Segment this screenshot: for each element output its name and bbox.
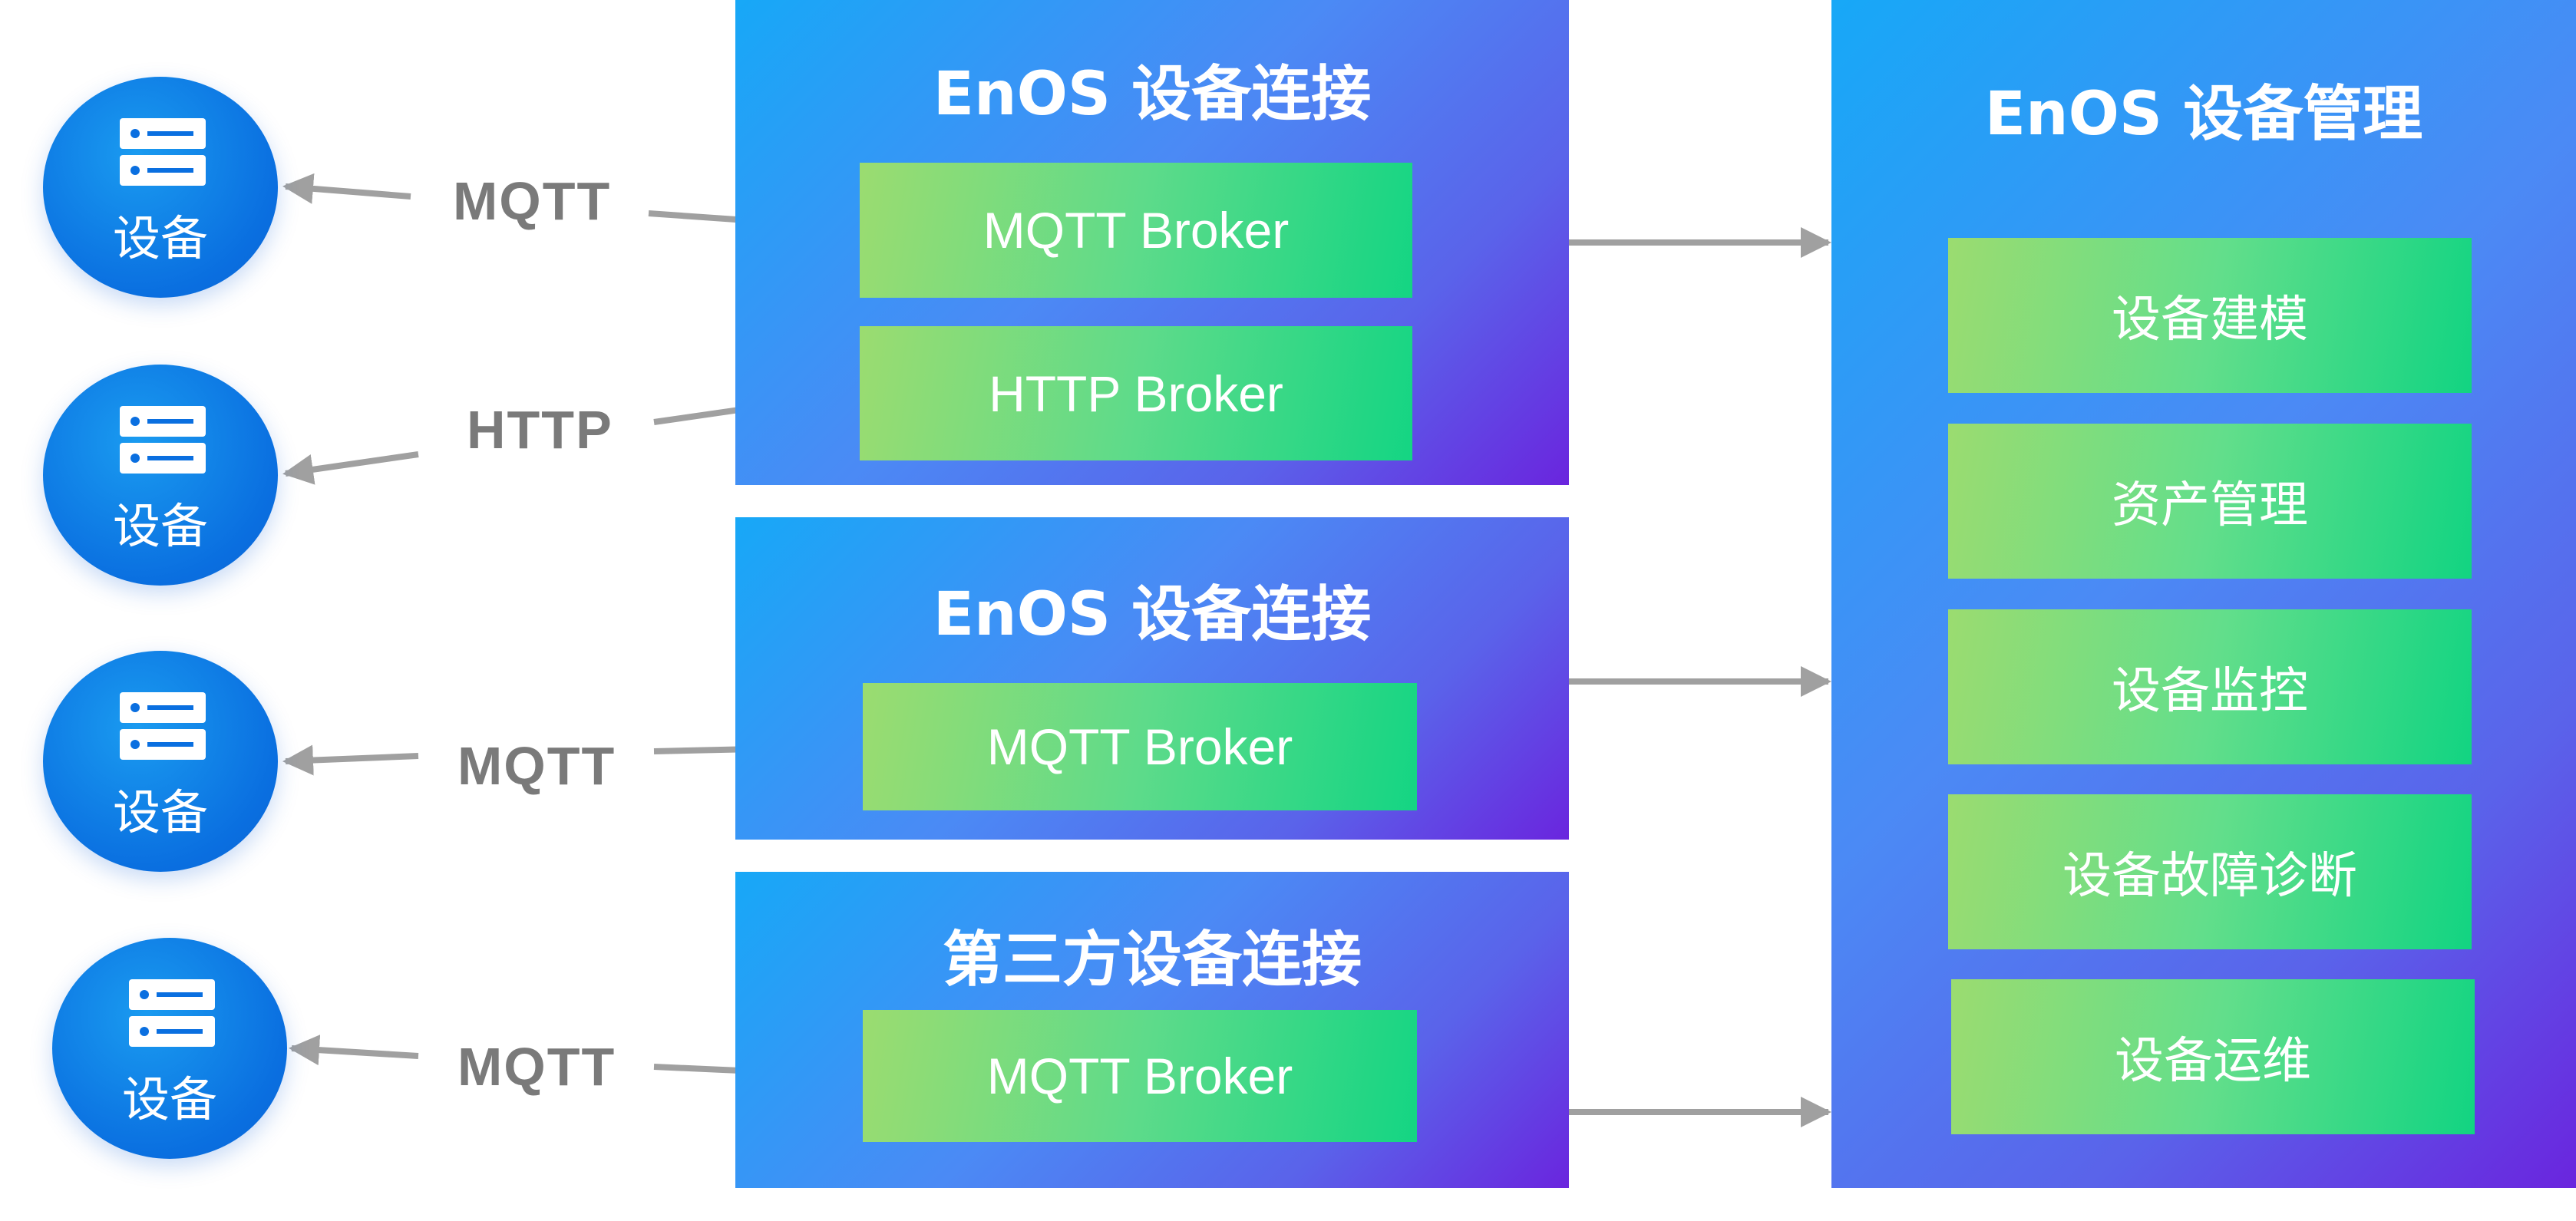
protocol-label-3: MQTT — [457, 736, 616, 796]
device-node-2: 设备 — [43, 365, 278, 586]
server-icon — [120, 692, 206, 760]
protocol-label-1: MQTT — [453, 171, 612, 231]
connection-panel-enos-2: EnOS 设备连接 MQTT Broker — [735, 517, 1569, 840]
panel-title: 第三方设备连接 — [942, 926, 1362, 995]
management-panel: EnOS 设备管理 设备建模 资产管理 设备监控 设备故障诊断 设备运维 — [1831, 0, 2576, 1188]
management-item-operations: 设备运维 — [1951, 979, 2475, 1134]
arrow-to-device-1 — [282, 173, 411, 204]
device-node-3: 设备 — [43, 651, 278, 872]
device-node-1: 设备 — [43, 77, 278, 298]
management-item-modeling: 设备建模 — [1948, 238, 2472, 393]
server-icon — [129, 979, 215, 1047]
management-item-label: 设备建模 — [2112, 292, 2308, 348]
management-item-assets: 资产管理 — [1948, 424, 2472, 579]
broker-label: MQTT Broker — [983, 202, 1290, 259]
management-item-monitoring: 设备监控 — [1948, 609, 2472, 764]
device-label: 设备 — [112, 210, 208, 266]
device-label: 设备 — [112, 498, 208, 554]
panel-title: EnOS 设备连接 — [933, 60, 1372, 129]
connection-panel-enos-1: EnOS 设备连接 MQTT Broker HTTP Broker — [735, 0, 1569, 485]
protocol-label-4: MQTT — [457, 1037, 616, 1097]
arrow-to-device-3 — [282, 744, 419, 776]
broker-label: HTTP Broker — [989, 365, 1283, 422]
panel-title: EnOS 设备管理 — [1984, 80, 2423, 149]
protocol-label-2: HTTP — [467, 400, 613, 460]
broker-label: MQTT Broker — [986, 1048, 1293, 1104]
panel-title: EnOS 设备连接 — [933, 580, 1372, 649]
broker-mqtt: MQTT Broker — [860, 163, 1412, 298]
management-item-diagnosis: 设备故障诊断 — [1948, 794, 2472, 949]
server-icon — [120, 406, 206, 474]
connection-panel-third-party: 第三方设备连接 MQTT Broker — [735, 872, 1569, 1188]
broker-mqtt: MQTT Broker — [863, 683, 1417, 810]
broker-mqtt: MQTT Broker — [863, 1010, 1417, 1142]
device-label: 设备 — [112, 784, 208, 840]
arrow-to-device-2 — [282, 451, 419, 485]
arrow-to-device-4 — [289, 1035, 419, 1066]
management-item-label: 设备故障诊断 — [2062, 848, 2357, 905]
management-item-label: 设备运维 — [2115, 1033, 2311, 1090]
broker-label: MQTT Broker — [986, 718, 1293, 775]
server-icon — [120, 118, 206, 186]
device-label: 设备 — [121, 1071, 217, 1127]
management-item-label: 资产管理 — [2112, 477, 2308, 534]
device-node-4: 设备 — [52, 938, 287, 1159]
broker-http: HTTP Broker — [860, 326, 1412, 460]
management-item-label: 设备监控 — [2112, 663, 2308, 720]
